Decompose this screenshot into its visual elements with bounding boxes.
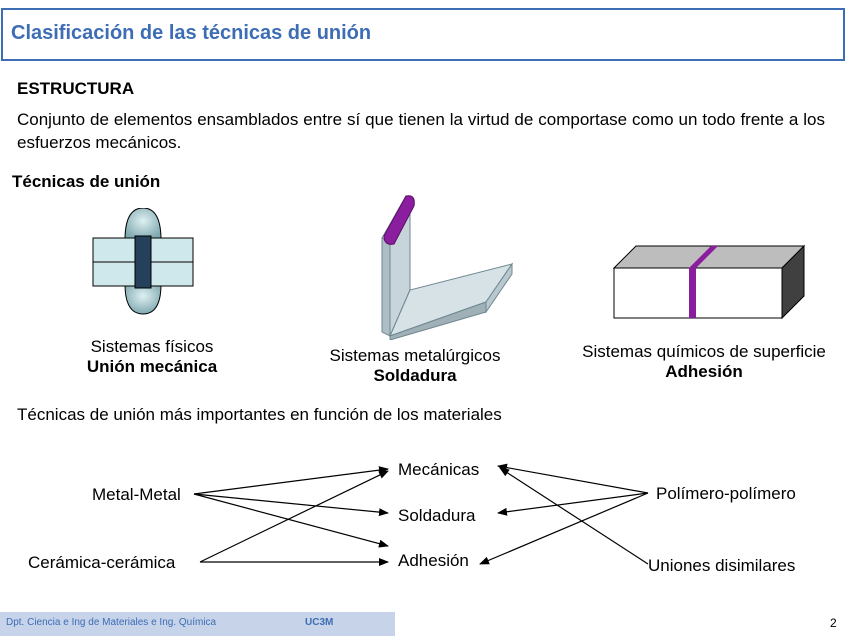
slide-title: Clasificación de las técnicas de unión	[11, 22, 372, 44]
technique-adhesion-name: Adhesión	[665, 362, 743, 381]
rivet-joint-icon	[92, 208, 194, 315]
arrow-ceramica-mecanicas	[199, 470, 389, 563]
material-polimero: Polímero-polímero	[656, 484, 796, 503]
technique-mechanical: Sistemas físicos Unión mecánica	[52, 337, 252, 377]
arrow-polimero-adhesion	[479, 492, 649, 565]
technique-adhesion: Sistemas químicos de superficie Adhesión	[562, 342, 846, 382]
welded-angle-icon	[381, 195, 514, 340]
method-soldadura: Soldadura	[398, 506, 476, 525]
technique-adhesion-caption: Sistemas químicos de superficie	[582, 342, 826, 361]
arrow-metal-mecanicas	[193, 466, 389, 495]
technique-welding-name: Soldadura	[373, 366, 457, 385]
material-metal: Metal-Metal	[92, 485, 181, 504]
method-adhesion: Adhesión	[398, 551, 469, 570]
technique-mechanical-caption: Sistemas físicos	[90, 337, 214, 356]
technique-welding-caption: Sistemas metalúrgicos	[329, 346, 501, 365]
arrow-metal-adhesion	[193, 493, 389, 548]
techniques-heading: Técnicas de unión	[12, 172, 161, 191]
relationship-diagram	[193, 463, 649, 566]
structure-heading: ESTRUCTURA	[17, 79, 135, 98]
title-bar: Clasificación de las técnicas de unión	[1, 8, 845, 61]
technique-mechanical-name: Unión mecánica	[86, 357, 218, 376]
important-heading: Técnicas de unión más importantes en fun…	[17, 405, 502, 424]
structure-text: Conjunto de elementos ensamblados entre …	[17, 110, 825, 152]
footer-university: UC3M	[305, 617, 334, 628]
footer-band	[0, 612, 395, 636]
arrow-polimero-mecanicas	[497, 463, 649, 494]
page-number: 2	[830, 616, 837, 630]
footer-department: Dpt. Ciencia e Ing de Materiales e Ing. …	[6, 617, 217, 628]
material-ceramica: Cerámica-cerámica	[28, 553, 176, 572]
arrow-metal-soldadura	[193, 493, 389, 517]
material-disimilares: Uniones disimilares	[648, 556, 796, 575]
arrow-polimero-soldadura	[497, 492, 649, 516]
method-mecanicas: Mecánicas	[398, 460, 480, 479]
arrow-disimilares-mecanicas	[499, 467, 649, 565]
adhesive-block-icon	[612, 244, 806, 320]
technique-welding: Sistemas metalúrgicos Soldadura	[300, 346, 530, 386]
